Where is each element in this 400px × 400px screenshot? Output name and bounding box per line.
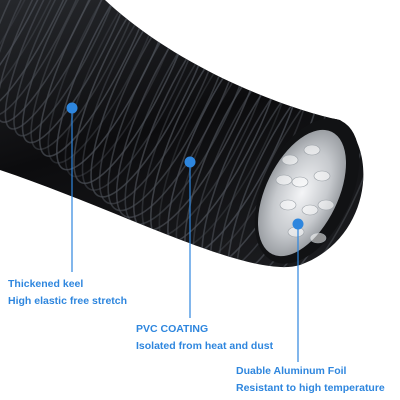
callout-pvc-title: PVC COATING (136, 323, 209, 335)
callout-pvc: PVC COATING Isolated from heat and dust (136, 321, 273, 355)
callout-dot-icon (292, 218, 304, 230)
foil-crinkle (313, 170, 331, 182)
foil-texture (275, 144, 335, 244)
foil-crinkle (275, 174, 293, 186)
hose-rib (81, 0, 212, 191)
hose-rib (98, 0, 231, 205)
callout-pointer-foil (292, 218, 304, 362)
foil-crinkle (317, 199, 335, 211)
foil-crinkle (279, 199, 297, 211)
callout-keel: Thickened keel High elastic free stretch (8, 276, 127, 310)
foil-crinkle (301, 204, 319, 216)
callout-keel-text: High elastic free stretch (8, 295, 128, 307)
hose-rib (21, 0, 144, 144)
callout-pointer-keel (66, 102, 78, 272)
callout-dot-icon (184, 156, 196, 168)
callout-pointer-pvc (184, 156, 196, 318)
foil-crinkle (309, 232, 327, 244)
hose-rib (0, 0, 96, 110)
foil-crinkle (281, 154, 299, 166)
foil-crinkle (291, 176, 309, 188)
hose-rib (47, 0, 173, 164)
hose-rib (4, 0, 125, 130)
foil-crinkle (303, 144, 321, 156)
hose-rib (0, 0, 87, 103)
callout-dot-icon (66, 102, 78, 114)
hose-rib (0, 0, 106, 117)
hose-rib (107, 0, 240, 212)
hose-rib (13, 0, 135, 137)
hose-rib (90, 0, 221, 198)
callout-keel-title: Thickened keel (8, 278, 84, 290)
callout-foil-title: Duable Aluminum Foil (236, 365, 347, 377)
callout-foil: Duable Aluminum Foil Resistant to high t… (236, 363, 385, 397)
hose-rib (73, 0, 202, 185)
hose-rib (115, 0, 250, 219)
callout-pvc-text: Isolated from heat and dust (136, 340, 274, 352)
hose-rib (30, 0, 154, 151)
callout-foil-text: Resistant to high temperature (236, 382, 385, 394)
hose-rib (235, 56, 364, 268)
foil-opening (254, 118, 360, 264)
hose-rib (38, 0, 163, 157)
